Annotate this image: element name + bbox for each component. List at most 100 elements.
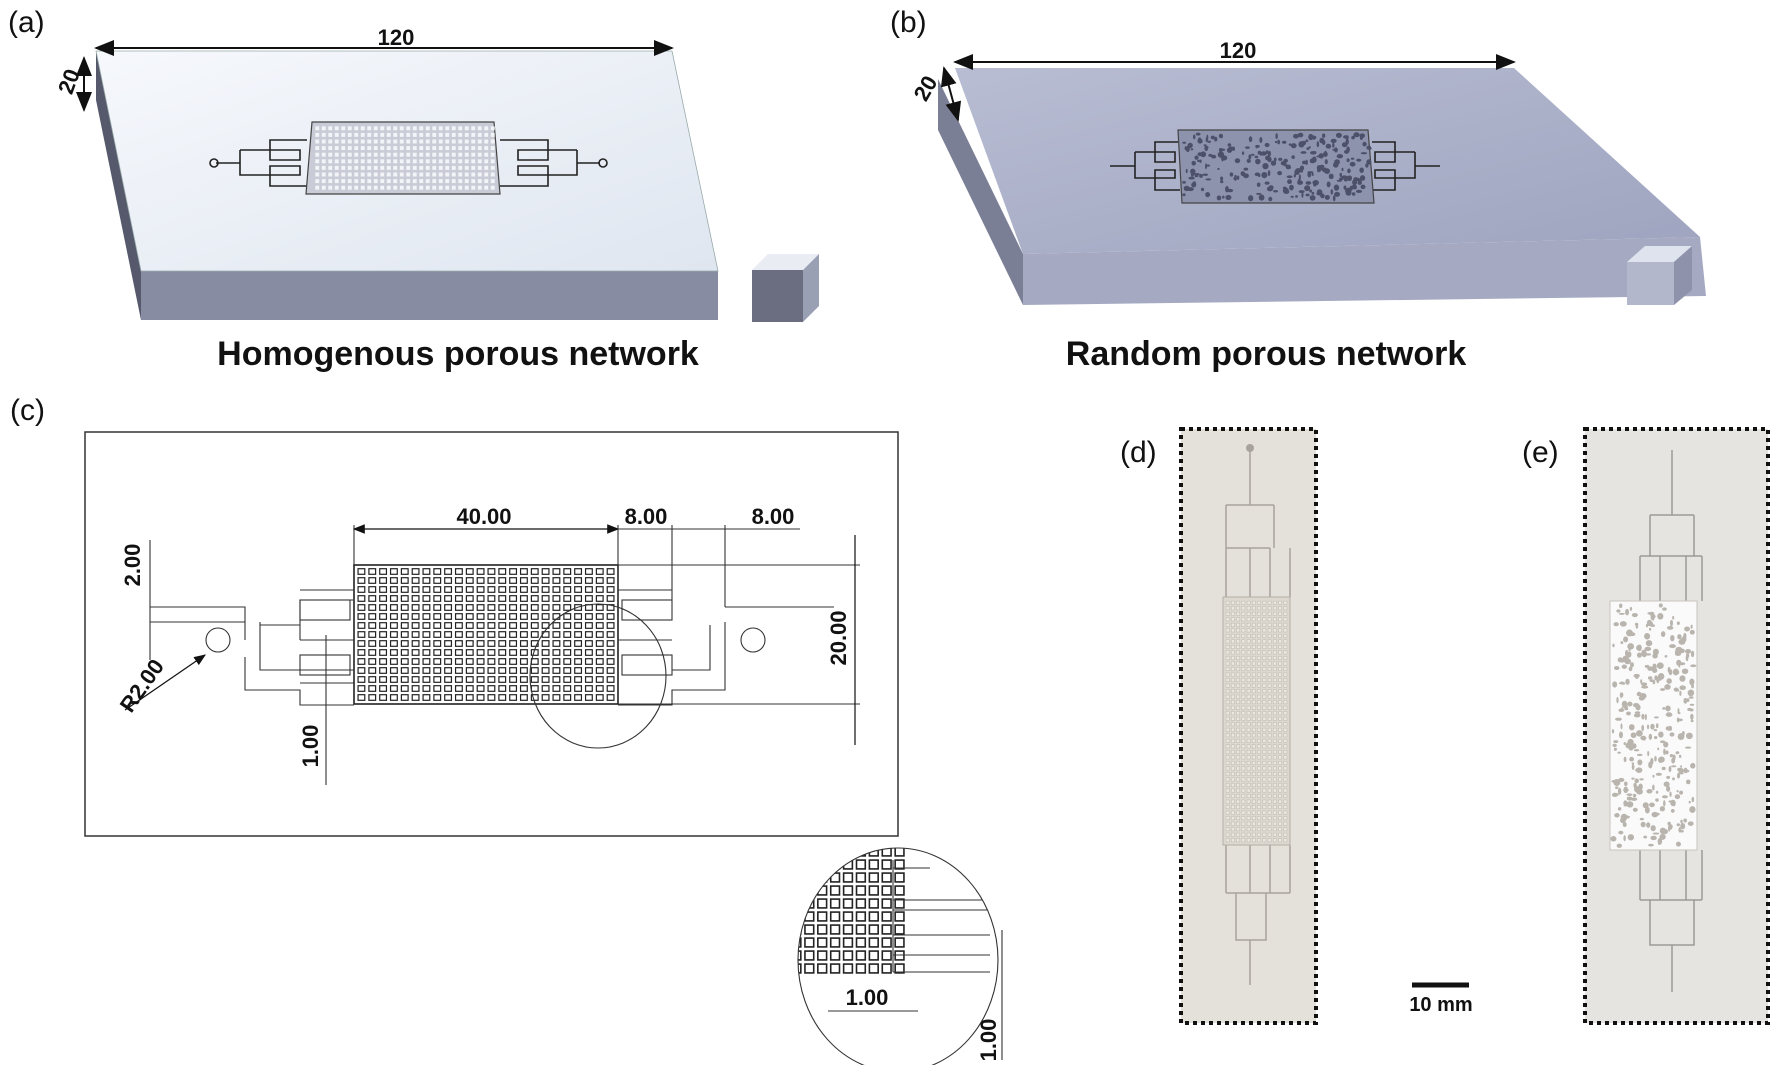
pore [1689, 703, 1695, 706]
pore [490, 152, 495, 157]
pore [400, 604, 409, 611]
pore [1234, 158, 1241, 164]
pore [1257, 744, 1261, 749]
pore [1225, 700, 1230, 705]
pore [484, 185, 489, 190]
pore [1629, 662, 1634, 668]
pore [1680, 822, 1686, 830]
pore [530, 586, 539, 593]
scale-bar-label: 10 mm [1409, 994, 1472, 1016]
pore [1257, 667, 1261, 671]
pore [411, 595, 420, 602]
pore [1236, 656, 1240, 660]
pore [1257, 766, 1261, 771]
pore [1267, 827, 1272, 832]
pore [1343, 185, 1347, 190]
pore [1236, 816, 1240, 821]
pore [1190, 168, 1196, 175]
pore [1241, 694, 1246, 699]
reference-cube-b [1627, 246, 1692, 305]
pore [842, 950, 854, 961]
pore [574, 649, 583, 656]
pore [321, 126, 326, 131]
pore [1267, 170, 1271, 177]
pore [1262, 661, 1267, 666]
pore [379, 631, 388, 638]
pore [1225, 761, 1230, 765]
pore [1257, 810, 1261, 815]
pore [1666, 785, 1671, 792]
pore [1672, 615, 1675, 620]
pore [1207, 140, 1212, 143]
pore [563, 694, 572, 701]
pore [419, 139, 424, 144]
pore [1644, 632, 1651, 640]
pore [386, 185, 391, 190]
pore [798, 911, 802, 922]
pore [1262, 622, 1267, 627]
pore [498, 676, 507, 683]
pore [1648, 733, 1653, 740]
pore [1241, 821, 1246, 826]
pore [1283, 727, 1288, 732]
pore [1262, 783, 1267, 787]
pore [422, 676, 431, 683]
pore [552, 667, 561, 674]
pore [1628, 724, 1635, 731]
pore [595, 649, 604, 656]
pore [1236, 838, 1240, 843]
pore [368, 622, 377, 629]
pore [1675, 751, 1680, 755]
pore [1185, 145, 1190, 153]
pore [334, 159, 339, 164]
pore [1623, 815, 1631, 819]
pore [1662, 607, 1667, 611]
pore [476, 685, 485, 692]
pore [412, 152, 417, 157]
pore [477, 172, 482, 177]
pore [1273, 772, 1277, 776]
pore [1262, 722, 1267, 727]
panel-label-b: (b) [890, 6, 927, 39]
pore [1622, 822, 1627, 828]
pore [1252, 821, 1256, 826]
pore [842, 937, 854, 948]
pore [1659, 756, 1664, 761]
pore [1316, 141, 1320, 148]
pore [444, 613, 453, 620]
pore [1283, 761, 1288, 765]
pore [1262, 821, 1267, 826]
pore [1241, 716, 1246, 721]
pore [1231, 777, 1235, 782]
pore [1241, 151, 1245, 155]
pore [425, 126, 430, 131]
pore [1678, 662, 1686, 666]
pore [451, 159, 456, 164]
pore [1185, 168, 1188, 174]
pore [1236, 639, 1240, 644]
pore [1336, 154, 1344, 159]
pore [1655, 798, 1659, 802]
pore [1690, 713, 1694, 721]
pore [595, 685, 604, 692]
pore [454, 658, 463, 665]
pore [1278, 645, 1282, 649]
pore [341, 139, 346, 144]
pore [1264, 142, 1270, 148]
pore [1246, 611, 1251, 616]
pore [1267, 606, 1272, 611]
pore [432, 172, 437, 177]
pore [1278, 794, 1282, 798]
pore [389, 658, 398, 665]
pore [334, 185, 339, 190]
pore [347, 132, 352, 137]
pore [1252, 683, 1256, 688]
pore [1241, 672, 1246, 677]
pore [1307, 171, 1312, 178]
pore [1246, 722, 1251, 727]
pore [406, 139, 411, 144]
pore [855, 950, 867, 961]
pore [341, 179, 346, 184]
pore [519, 622, 528, 629]
pore [1257, 727, 1261, 732]
